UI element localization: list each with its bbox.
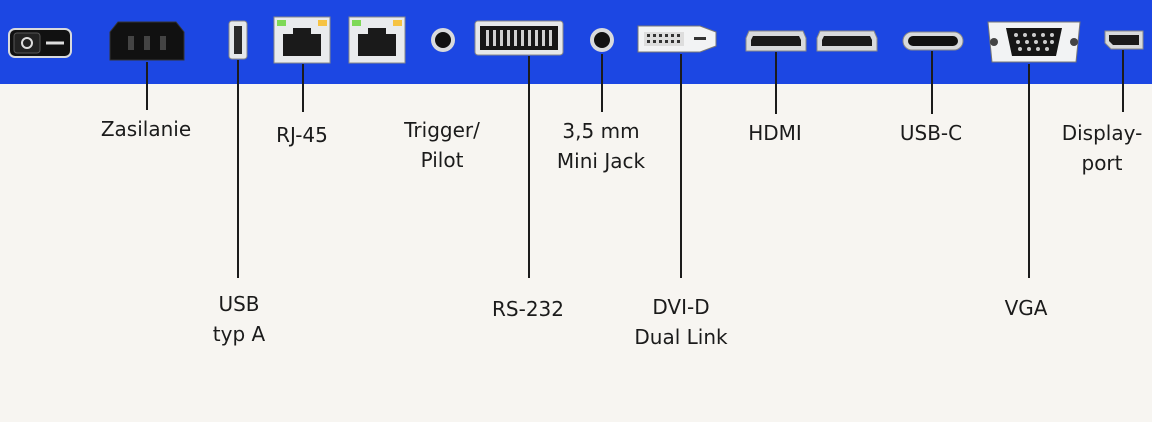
label-dvi: DVI-D Dual Link — [634, 295, 728, 349]
power-socket-icon — [109, 21, 185, 61]
label-trigger: Trigger/ Pilot — [404, 118, 480, 172]
label-usbc: USB-C — [899, 121, 963, 145]
label-mini-jack: 3,5 mm Mini Jack — [556, 119, 646, 173]
dvi-port-icon — [637, 25, 717, 53]
rj45-port-icon — [348, 16, 406, 64]
usb-c-port-icon — [902, 31, 964, 51]
leader-hdmi — [775, 52, 777, 114]
label-vga: VGA — [1004, 296, 1048, 320]
displayport-icon — [1104, 30, 1144, 50]
leader-usb-a — [237, 60, 239, 278]
hdmi-port-icon — [816, 30, 878, 52]
trigger-jack-icon — [431, 28, 455, 52]
leader-zasilanie — [146, 62, 148, 110]
connector-panel — [0, 0, 1152, 84]
label-rj45: RJ-45 — [276, 123, 328, 147]
mini-jack-icon — [590, 28, 614, 52]
leader-usbc — [931, 51, 933, 114]
leader-rs232 — [528, 56, 530, 278]
hdmi-port-icon — [745, 30, 807, 52]
leader-dvi — [680, 54, 682, 278]
rs232-port-icon — [474, 20, 564, 56]
rj45-port-icon — [273, 16, 331, 64]
label-hdmi: HDMI — [748, 121, 802, 145]
leader-rj45 — [302, 64, 304, 112]
label-usb-a: USB typ A — [212, 292, 266, 346]
usb-a-port-icon — [228, 20, 248, 60]
leader-mini-jack — [601, 54, 603, 112]
label-displayport: Display- port — [1061, 121, 1143, 175]
label-rs232: RS-232 — [492, 297, 564, 321]
leader-displayport — [1122, 50, 1124, 112]
vga-port-icon — [987, 21, 1081, 63]
leader-vga — [1028, 64, 1030, 278]
power-switch-icon — [8, 28, 72, 58]
label-zasilanie: Zasilanie — [100, 117, 192, 141]
